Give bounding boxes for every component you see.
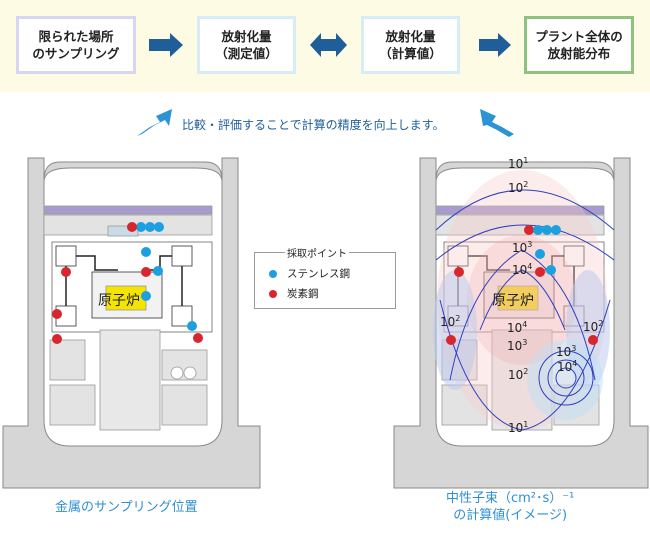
carbon-point (141, 267, 151, 277)
stainless-point (551, 225, 561, 235)
flux-label: 104 (557, 359, 578, 374)
flux-label: 102 (440, 314, 461, 329)
legend-carbon-label: 炭素鋼 (287, 288, 319, 300)
stainless-point (141, 247, 151, 257)
caption-right-line2: の計算値(イメージ) (453, 508, 568, 523)
flow-arrows (137, 33, 514, 137)
flow-box-distribution: プラント全体の 放射能分布 (524, 16, 634, 74)
stainless-point (136, 222, 146, 232)
flux-label: 104 (507, 320, 528, 335)
stainless-point (141, 291, 151, 301)
flow-box-measured: 放射化量 （測定値） (197, 16, 296, 74)
carbon-point (535, 267, 545, 277)
carbon-point (454, 267, 464, 277)
arrow-up-right (480, 109, 514, 137)
stainless-dot-icon (269, 269, 277, 278)
stainless-point (154, 222, 164, 232)
carbon-point (52, 334, 62, 344)
flow-box-calculated: 放射化量 （計算値） (361, 16, 460, 74)
reactor-label-right: 原子炉 (492, 293, 534, 309)
arrow-both (310, 33, 347, 57)
carbon-point (446, 335, 456, 345)
stainless-point (542, 225, 552, 235)
flux-label: 104 (512, 262, 533, 277)
carbon-point (524, 225, 534, 235)
left-interior (43, 205, 213, 431)
right-sample-points (446, 225, 598, 345)
legend-stainless-label: ステンレス鋼 (287, 268, 350, 280)
carbon-point (127, 222, 137, 232)
carbon-point (52, 309, 62, 319)
arrow-up-left (137, 109, 172, 136)
flux-label: 103 (512, 240, 533, 255)
arrow-right-1 (149, 33, 183, 57)
carbon-point (61, 267, 71, 277)
flux-label: 101 (508, 156, 529, 171)
legend-title: 採取ポイント (285, 245, 349, 260)
flux-label: 101 (508, 420, 529, 435)
stainless-point (533, 225, 543, 235)
stainless-point (153, 266, 163, 276)
flux-label: 103 (507, 338, 528, 353)
legend: 採取ポイント ステンレス鋼 炭素鋼 (254, 245, 396, 309)
flux-label: 102 (508, 367, 529, 382)
carbon-point (193, 333, 203, 343)
flux-label: 103 (556, 344, 577, 359)
caption-right-line1: 中性子束（cm²･s）⁻¹ (446, 491, 575, 506)
reactor-label-left: 原子炉 (98, 293, 140, 309)
left-sample-points (52, 222, 203, 344)
legend-carbon: 炭素鋼 (269, 286, 319, 301)
flux-overlay (433, 170, 615, 431)
flow-box-sampling: 限られた場所 のサンプリング (16, 16, 136, 74)
stainless-point (535, 249, 545, 259)
caption-left: 金属のサンプリング位置 (55, 500, 198, 515)
carbon-dot-icon (269, 289, 277, 298)
stainless-point (546, 265, 556, 275)
caption-right: 中性子束（cm²･s）⁻¹ の計算値(イメージ) (446, 490, 574, 524)
legend-stainless: ステンレス鋼 (269, 266, 350, 281)
comparison-note: 比較・評価することで計算の精度を向上します。 (182, 118, 445, 132)
flux-label: 102 (583, 319, 604, 334)
flux-label: 102 (508, 180, 529, 195)
stainless-point (187, 321, 197, 331)
carbon-point (588, 335, 598, 345)
arrow-right-2 (479, 33, 511, 57)
stainless-point (145, 222, 155, 232)
